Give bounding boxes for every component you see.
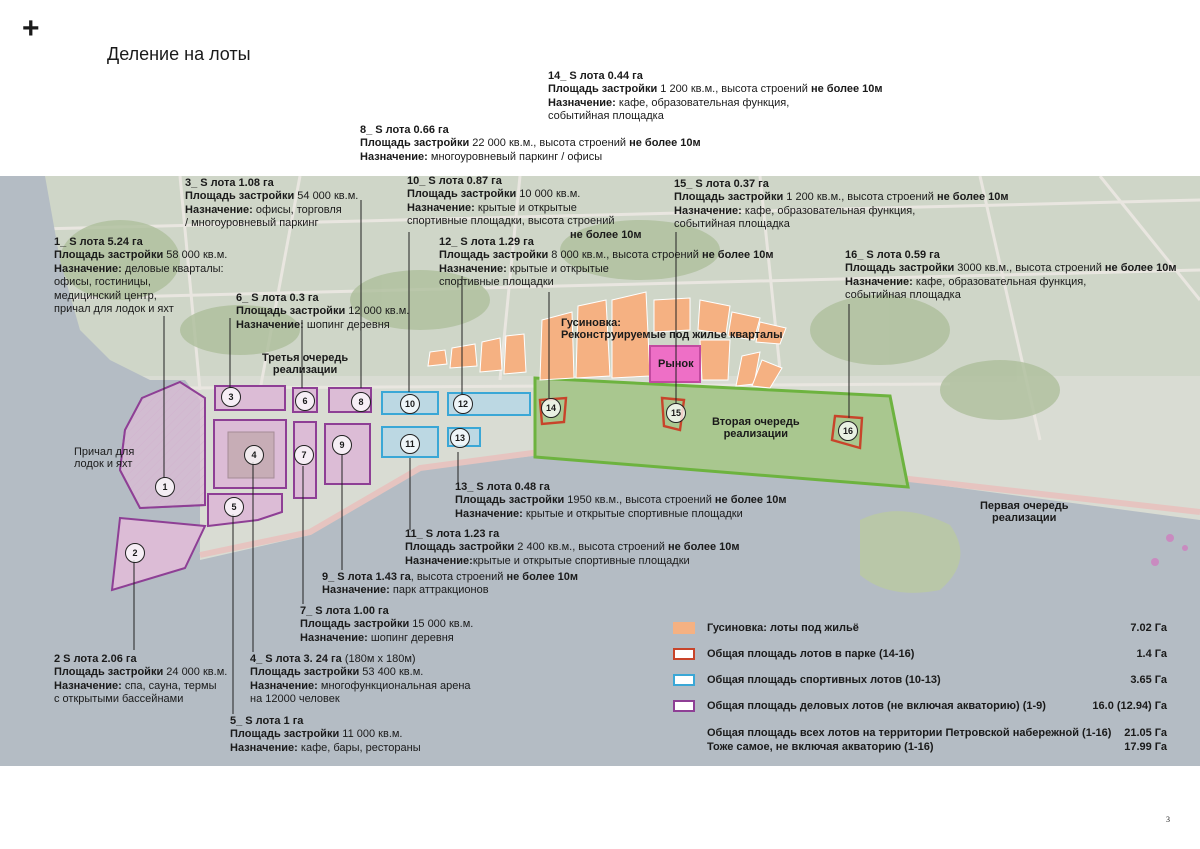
legend-swatch [673,700,695,712]
lot-marker-10[interactable]: 10 [400,394,420,414]
lot-6-info: 6_ S лота 0.3 га Площадь застройки 12 00… [236,292,410,331]
lot-10-info: 10_ S лота 0.87 га Площадь застройки 10 … [407,175,642,241]
lot-marker-16[interactable]: 16 [838,421,858,441]
lot-4-info: 4_ S лота 3. 24 га (180м х 180м) Площадь… [250,653,471,706]
lot-5-info: 5_ S лота 1 га Площадь застройки 11 000 … [230,715,421,754]
total-all-lots: Общая площадь всех лотов на территории П… [707,727,1167,739]
legend-swatch [673,622,695,634]
gusinovka-label: Гусиновка: Реконструируемые под жилье кв… [561,317,783,341]
park-area [533,376,910,489]
lot-marker-11[interactable]: 11 [400,434,420,454]
legend-business-lots: Общая площадь деловых лотов (не включая … [673,699,1173,715]
river [0,176,1200,766]
lot-14-info: 14_ S лота 0.44 га Площадь застройки 1 2… [548,70,883,123]
site-map [0,176,1200,766]
legend-park-lots: Общая площадь лотов в парке (14-16) 1.4 … [673,647,1173,663]
lot-marker-14[interactable]: 14 [541,398,561,418]
total-excluding-water: Тоже самое, не включая акваторию (1-16)1… [707,741,1167,753]
lot-marker-2[interactable]: 2 [125,543,145,563]
lot-marker-5[interactable]: 5 [224,497,244,517]
river-left [0,176,50,700]
park-lots [538,396,864,450]
lot-marker-7[interactable]: 7 [294,445,314,465]
lot-marker-12[interactable]: 12 [453,394,473,414]
legend-gusinovka: Гусиновка: лоты под жильё 7.02 Га [673,621,1173,637]
legend-swatch [673,648,695,660]
market-label: Рынок [658,358,694,370]
first-stage-marker [1151,534,1188,566]
market-lot [649,345,701,383]
business-lots [110,380,372,592]
lot-7-info: 7_ S лота 1.00 га Площадь застройки 15 0… [300,605,474,644]
page-number: 3 [1166,815,1170,824]
lot-marker-4[interactable]: 4 [244,445,264,465]
lot-marker-3[interactable]: 3 [221,387,241,407]
page-title: Деление на лоты [107,44,251,64]
lot-marker-1[interactable]: 1 [155,477,175,497]
legend-sports-lots: Общая площадь спортивных лотов (10-13) 3… [673,673,1173,689]
lot-2-info: 2 S лота 2.06 га Площадь застройки 24 00… [54,653,228,706]
leader-lines [133,200,850,714]
lot-marker-13[interactable]: 13 [450,428,470,448]
roads [0,176,1200,441]
add-icon[interactable]: + [22,12,40,45]
lot-1-info: 1_ S лота 5.24 га Площадь застройки 58 0… [54,236,228,316]
lot-11-info: 11_ S лота 1.23 га Площадь застройки 2 4… [405,528,740,567]
lot-8-info: 8_ S лота 0.66 га Площадь застройки 22 0… [360,124,701,163]
lot-12-info: 12_ S лота 1.29 га Площадь застройки 8 0… [439,236,774,289]
island [860,511,961,593]
lot-3-info: 3_ S лота 1.08 га Площадь застройки 54 0… [185,177,359,230]
legend-swatch [673,674,695,686]
lot-13-info: 13_ S лота 0.48 га Площадь застройки 195… [455,481,787,520]
lot-9-info: 9_ S лота 1.43 га, высота строений не бо… [322,571,579,597]
lot-marker-15[interactable]: 15 [666,403,686,423]
lot-15-info: 15_ S лота 0.37 га Площадь застройки 1 2… [674,178,1009,231]
greenery [60,220,1060,420]
lot-16-info: 16_ S лота 0.59 га Площадь застройки 300… [845,249,1177,302]
lot-marker-9[interactable]: 9 [332,435,352,455]
lot-marker-8[interactable]: 8 [351,392,371,412]
lot-marker-6[interactable]: 6 [295,391,315,411]
